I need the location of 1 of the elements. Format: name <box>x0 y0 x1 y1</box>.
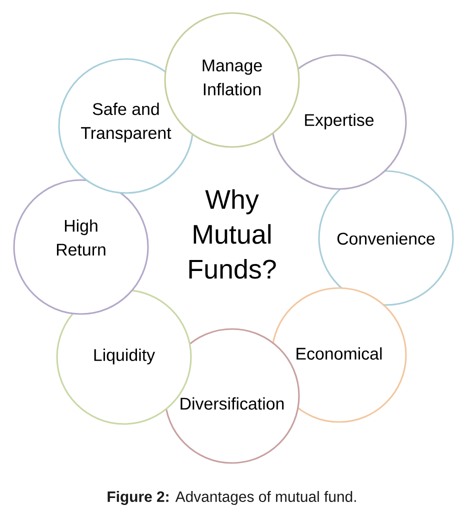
figure-caption: Figure 2: Advantages of mutual fund. <box>108 491 356 505</box>
